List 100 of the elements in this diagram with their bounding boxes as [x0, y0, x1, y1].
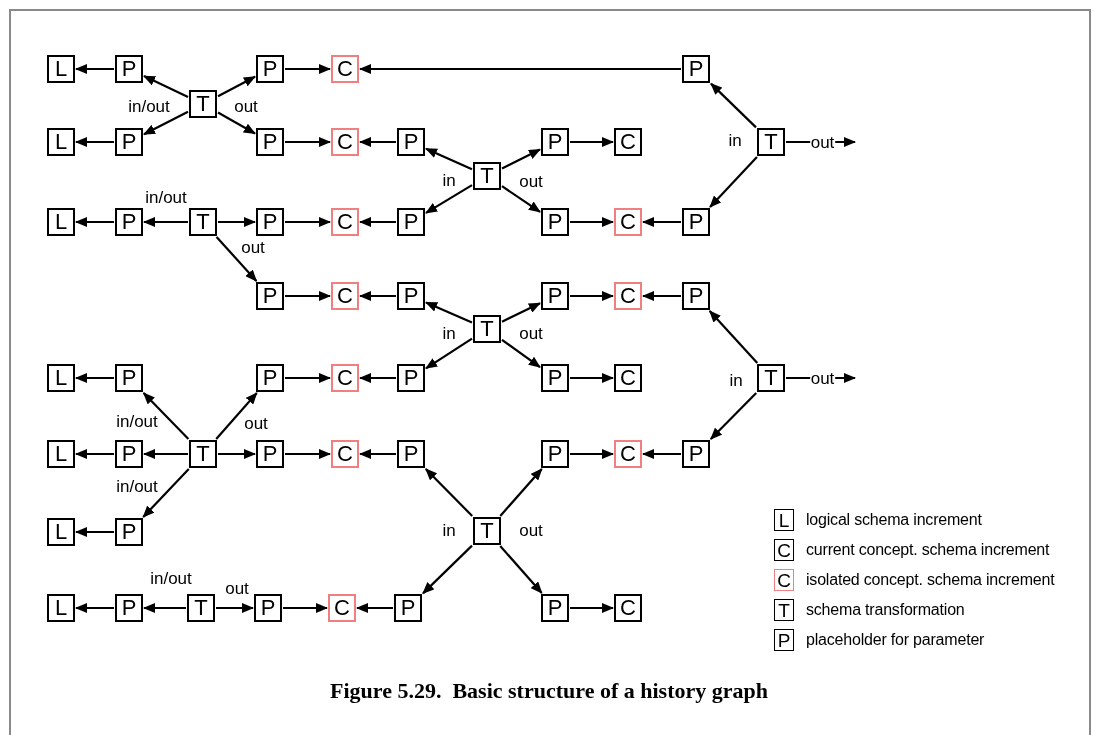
increment-box: P	[256, 282, 284, 310]
increment-box: T	[189, 90, 217, 118]
increment-box: T	[189, 208, 217, 236]
increment-box: P	[256, 208, 284, 236]
isolated-increment-box: C	[328, 594, 356, 622]
increment-box: P	[256, 128, 284, 156]
increment-box: L	[47, 208, 75, 236]
arrow	[75, 137, 114, 147]
legend-text: isolated concept. schema increment	[806, 571, 1055, 589]
increment-box: P	[541, 440, 569, 468]
arrow	[218, 217, 256, 227]
port-label: out	[234, 97, 258, 115]
increment-box: P	[256, 440, 284, 468]
increment-box: P	[397, 440, 425, 468]
isolated-increment-box: C	[331, 55, 359, 83]
legend-text: current concept. schema increment	[806, 541, 1050, 559]
arrow	[709, 156, 758, 208]
arrow	[642, 217, 681, 227]
increment-box: L	[47, 518, 75, 546]
legend-text: logical schema increment	[806, 511, 982, 529]
arrow	[359, 217, 396, 227]
arrow	[359, 449, 396, 459]
increment-box: C	[614, 364, 642, 392]
increment-box: C	[614, 594, 642, 622]
increment-box: P	[115, 440, 143, 468]
port-label: in/out	[145, 188, 187, 206]
increment-box: L	[47, 364, 75, 392]
arrow	[710, 82, 757, 129]
arrow	[710, 392, 757, 440]
arrow	[285, 373, 331, 383]
increment-box: P	[541, 364, 569, 392]
port-label: in	[442, 324, 456, 342]
arrow	[285, 217, 331, 227]
isolated-increment-box: C	[331, 282, 359, 310]
increment-box: L	[47, 594, 75, 622]
arrow	[501, 185, 541, 213]
increment-box: P	[394, 594, 422, 622]
increment-box: P	[541, 208, 569, 236]
arrow	[425, 337, 473, 370]
increment-box: L	[47, 440, 75, 468]
arrow	[642, 291, 681, 301]
arrow	[570, 217, 614, 227]
increment-box: P	[115, 518, 143, 546]
port-label: out	[225, 579, 249, 597]
legend-sample: L	[774, 509, 794, 531]
legend-sample: C	[774, 569, 794, 591]
arrow	[570, 373, 614, 383]
arrow	[285, 64, 331, 74]
arrow	[425, 184, 473, 214]
arrow	[143, 75, 189, 98]
increment-box: P	[256, 55, 284, 83]
arrow	[501, 302, 541, 323]
arrow	[217, 75, 256, 98]
increment-box: P	[541, 282, 569, 310]
arrow	[570, 449, 614, 459]
legend-sample: C	[774, 539, 794, 561]
arrow	[283, 603, 328, 613]
increment-box: T	[187, 594, 215, 622]
arrow	[143, 603, 186, 613]
arrow	[501, 148, 541, 170]
arrow	[499, 545, 543, 594]
arrow	[215, 392, 258, 440]
isolated-increment-box: C	[331, 208, 359, 236]
port-label: in	[729, 371, 743, 389]
arrow	[216, 603, 254, 613]
increment-box: T	[757, 128, 785, 156]
arrow	[570, 291, 614, 301]
increment-box: P	[254, 594, 282, 622]
arrow	[501, 338, 541, 369]
increment-box: P	[256, 364, 284, 392]
port-label: in	[442, 171, 456, 189]
arrow	[356, 603, 393, 613]
port-label: in	[442, 521, 456, 539]
increment-box: P	[115, 55, 143, 83]
increment-box: P	[682, 208, 710, 236]
arrow	[359, 373, 396, 383]
isolated-increment-box: C	[614, 208, 642, 236]
increment-box: P	[541, 594, 569, 622]
arrow	[75, 64, 114, 74]
port-label: out	[241, 238, 265, 256]
increment-box: T	[473, 315, 501, 343]
arrow	[215, 236, 258, 282]
port-label: in/out	[116, 412, 158, 430]
arrow	[570, 137, 614, 147]
arrow	[422, 544, 473, 595]
arrow	[642, 449, 681, 459]
port-label: out	[519, 521, 543, 539]
arrow	[75, 449, 114, 459]
port-label: out	[519, 324, 543, 342]
port-label: in/out	[128, 97, 170, 115]
arrow	[708, 310, 759, 364]
isolated-increment-box: C	[614, 282, 642, 310]
figure-caption: Figure 5.29. Basic structure of a history graph	[329, 678, 769, 704]
arrow	[425, 147, 473, 171]
legend-sample: T	[774, 599, 794, 621]
increment-box: T	[473, 162, 501, 190]
increment-box: P	[115, 128, 143, 156]
arrow	[143, 110, 189, 136]
arrow	[359, 291, 396, 301]
arrow	[499, 468, 543, 517]
